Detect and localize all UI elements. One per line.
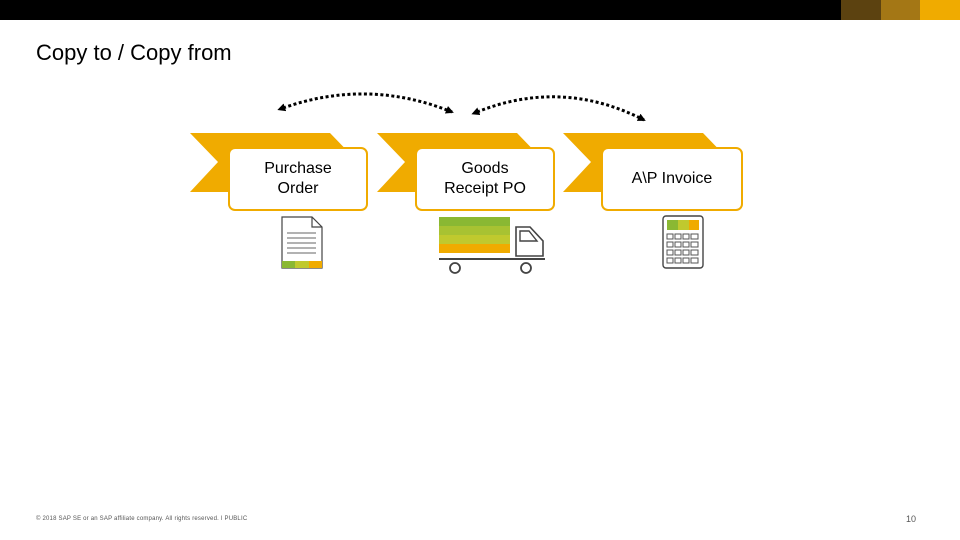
step-label-line1: A\P Invoice [631,170,713,187]
step-goods-receipt-po: Goods Receipt PO [415,147,555,211]
top-bar [0,0,960,20]
page-number: 10 [906,514,917,524]
calculator-icon [662,215,704,269]
copy-arrow-right [471,95,646,122]
step-label-line1: Purchase [264,160,332,177]
step-label-line1: Goods [461,160,509,177]
step-label-line2: Order [277,180,319,197]
brand-swatch-medium [881,0,920,20]
step-ap-invoice: A\P Invoice [601,147,743,211]
step-label-line2: Receipt PO [444,180,526,197]
brand-swatch-dark [841,0,881,20]
brand-swatch-light [920,0,960,20]
copyright-footer: © 2018 SAP SE or an SAP affiliate compan… [36,516,248,522]
copy-arrow-left [277,92,454,114]
document-icon [281,216,323,269]
slide-title: Copy to / Copy from [36,40,232,65]
truck-icon [439,217,545,274]
step-purchase-order: Purchase Order [228,147,368,211]
